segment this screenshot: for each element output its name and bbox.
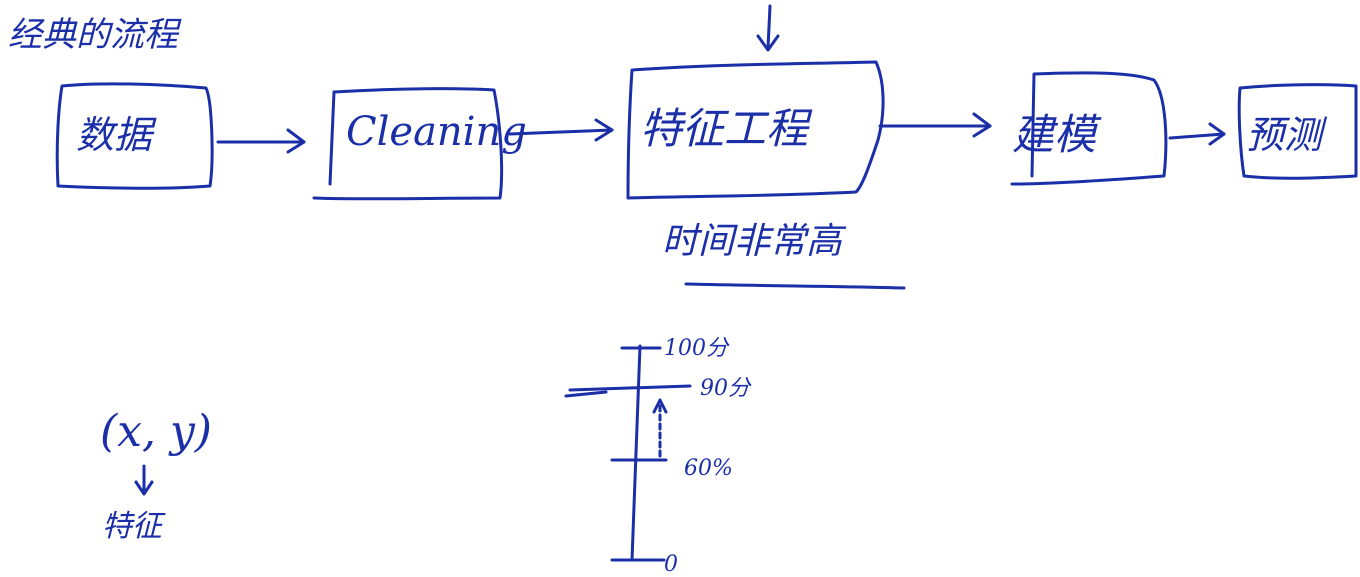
arrow-feature-to-model — [878, 112, 992, 138]
diagram-title: 经典的流程 — [8, 15, 178, 55]
note-underline — [684, 282, 906, 290]
tick-60-label: 60% — [684, 456, 733, 481]
feature-time-note: 时间非常高 — [662, 221, 843, 262]
arrow-data-to-cleaning — [216, 128, 306, 154]
data-box — [55, 82, 214, 190]
model-box — [1010, 71, 1168, 186]
tick-90-label: 90分 — [700, 376, 750, 401]
predict-label: 预测 — [1246, 113, 1323, 157]
model-label: 建模 — [1012, 110, 1097, 159]
incoming-arrow — [756, 4, 780, 52]
arrow-model-to-predict — [1168, 122, 1226, 146]
xy-pair-label: (x, y) — [100, 406, 212, 457]
score-scale — [564, 344, 692, 562]
predict-box — [1237, 83, 1358, 180]
feature-engineering-box — [626, 60, 885, 200]
arrow-cleaning-to-feature — [508, 118, 614, 142]
xy-down-arrow — [134, 464, 154, 496]
tick-100-label: 100分 — [664, 336, 728, 361]
cleaning-label: Cleaning — [346, 109, 527, 155]
x-feature-label: 特征 — [102, 509, 162, 544]
cleaning-box — [312, 87, 504, 201]
tick-0-label: 0 — [664, 552, 678, 577]
data-label: 数据 — [76, 113, 153, 157]
feature-engineering-label: 特征工程 — [640, 104, 809, 153]
